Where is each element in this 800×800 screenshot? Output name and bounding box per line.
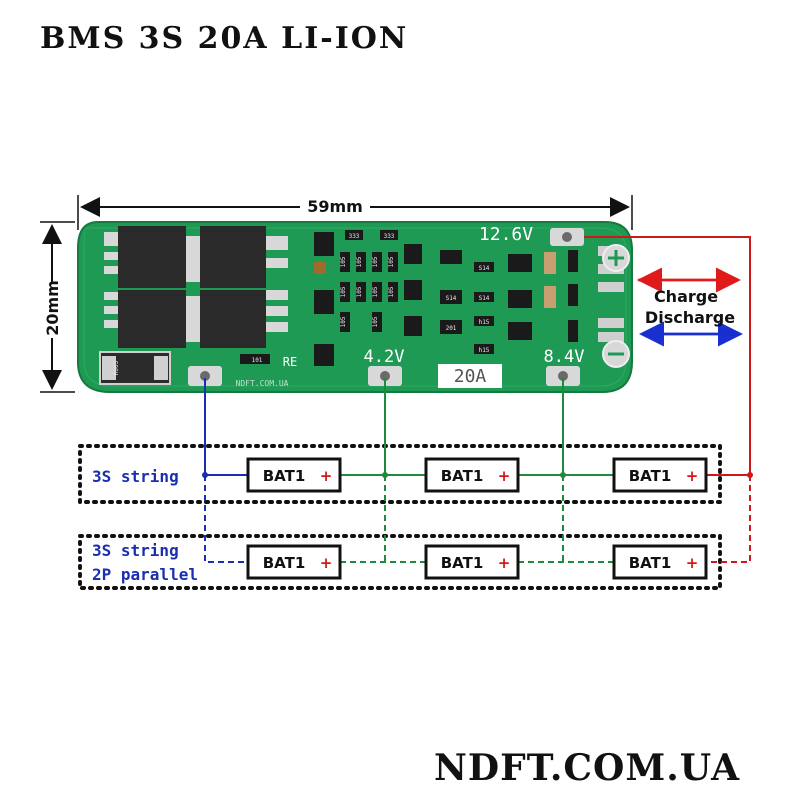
smd-code-label: 105 [340,256,347,267]
battery-plus-sign: + [498,467,511,485]
battery-row-2: BAT1 + BAT1 + BAT1 + [246,544,708,580]
smd-code-label: 105 [372,256,379,267]
current-rating-box [438,364,502,388]
smd-code-label: 105 [388,286,395,297]
charge-label: Charge [654,287,718,306]
voltage-b-plus: 12.6V [479,224,533,245]
string-1-label: 3S string [92,467,179,486]
smd-code-label: 201 [446,325,457,332]
pad-b3 [546,366,580,386]
battery-label: BAT1 [263,467,306,485]
brand-label: NDFT.COM.UA [434,747,740,789]
smd-components [340,230,578,354]
battery-label: BAT1 [441,554,484,572]
height-label: 20mm [43,280,62,336]
smd-code-label: 105 [340,286,347,297]
battery-plus-sign: + [686,467,699,485]
battery-label: BAT1 [441,467,484,485]
smd-code-label: S14 [446,295,457,302]
battery-cell: BAT1 + [424,544,520,580]
battery-plus-sign: + [320,467,333,485]
smd-code-label: 333 [349,233,360,240]
smd-code-label: 105 [340,316,347,327]
battery-plus-sign: + [498,554,511,572]
wire-b-plus [584,236,751,476]
battery-plus-sign: + [686,554,699,572]
smd-code-label: S14 [479,265,490,272]
smd-code-label: h15 [479,347,490,354]
wiring-dashed [204,475,751,563]
battery-label: BAT1 [629,467,672,485]
battery-label: BAT1 [629,554,672,572]
smd-code-label: R005 [113,360,120,375]
string-frame-2 [78,534,722,590]
battery-cell: BAT1 + [424,457,520,493]
mosfet-group [104,226,288,348]
page-title: BMS 3S 20A LI-ION [40,21,408,56]
smd-code-label: 105 [388,256,395,267]
smd-code-label: 105 [372,286,379,297]
width-label: 59mm [307,197,363,216]
string-2-label-line1: 3S string [92,541,179,560]
battery-cell: BAT1 + [612,457,708,493]
pad-b-minus [188,366,222,386]
smd-code-label: S14 [479,295,490,302]
discharge-label: Discharge [645,308,735,327]
battery-cell: BAT1 + [612,544,708,580]
re-label: RE [283,355,297,369]
plus-circle-icon [602,244,630,272]
smd-code-label: 105 [356,256,363,267]
smd-code-label: 333 [384,233,395,240]
battery-cell: BAT1 + [246,457,342,493]
battery-row-1: BAT1 + BAT1 + BAT1 + [246,457,708,493]
smd-code-label: h15 [479,319,490,326]
battery-plus-sign: + [320,554,333,572]
voltage-b2: 4.2V [364,347,405,367]
flow-indicator: Charge Discharge [637,267,743,347]
smd-code-label: 101 [252,357,263,364]
width-dimension: 59mm [77,195,633,230]
battery-cell: BAT1 + [246,544,342,580]
wiring-solid [202,236,753,478]
board-silkscreen-url: NDFT.COM.UA [236,379,289,388]
string-2-label-line2: 2P parallel [92,565,198,584]
smd-code-label: 105 [372,316,379,327]
height-dimension: 20mm [40,221,75,393]
minus-circle-icon [602,340,630,368]
smd-code-label: 105 [356,286,363,297]
pad-b-plus [550,228,584,246]
voltage-b3: 8.4V [544,347,585,367]
pcb-board: 20A 12.6V 4.2V 8.4V RE NDFT.COM.UA 33333… [77,221,633,393]
pad-b2 [368,366,402,386]
battery-label: BAT1 [263,554,306,572]
current-rating: 20A [454,366,487,387]
